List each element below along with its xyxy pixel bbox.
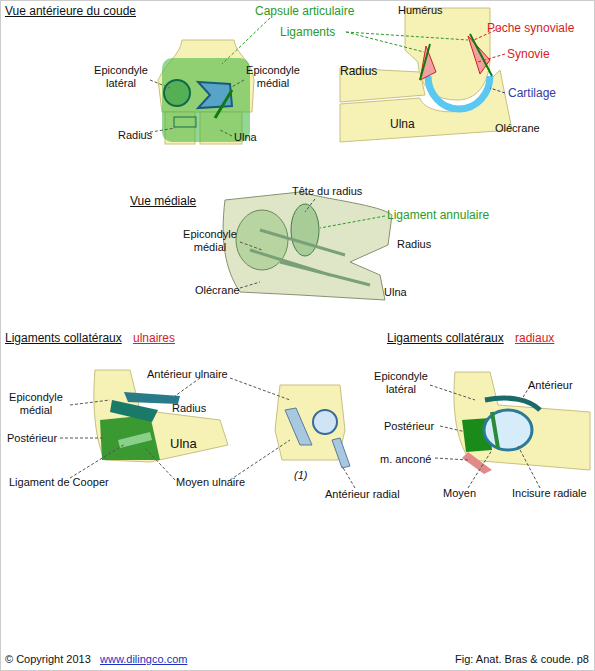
part-label: Antérieur ulnaire bbox=[147, 368, 228, 381]
part-label: Epicondyle médial bbox=[243, 64, 303, 90]
part-label: Ulna bbox=[234, 131, 257, 144]
part-label: Epicondyle médial bbox=[5, 391, 67, 417]
small-anterior-view bbox=[275, 385, 350, 468]
radial-collateral bbox=[454, 372, 590, 474]
copyright: © Copyright 2013 bbox=[5, 653, 91, 666]
part-label: Epicondyle médial bbox=[180, 228, 240, 254]
part-label: m. anconé bbox=[380, 453, 431, 466]
part-label: Postérieur bbox=[384, 420, 434, 433]
section-heading: Ligaments collatéraux bbox=[5, 331, 122, 345]
part-label: Ulna bbox=[170, 436, 197, 451]
part-label: Cartilage bbox=[508, 86, 556, 100]
part-label: Antérieur bbox=[528, 379, 573, 392]
section-heading: ulnaires bbox=[133, 331, 175, 345]
part-label: Moyen bbox=[443, 487, 476, 500]
part-label: Ligament de Cooper bbox=[9, 476, 109, 489]
part-label: Radius bbox=[118, 129, 152, 142]
part-label: Poche synoviale bbox=[487, 21, 574, 35]
part-label: Antérieur radial bbox=[325, 488, 400, 501]
ulnar-collateral bbox=[94, 370, 228, 462]
part-label: Moyen ulnaire bbox=[176, 476, 245, 489]
part-label: Epicondyle latéral bbox=[90, 64, 152, 90]
part-label: Capsule articulaire bbox=[255, 4, 354, 18]
section-heading: radiaux bbox=[515, 331, 554, 345]
part-label: Ulna bbox=[384, 286, 407, 299]
part-label: Ulna bbox=[390, 117, 415, 131]
leader-lines bbox=[60, 18, 540, 488]
part-label: Ligaments bbox=[280, 25, 335, 39]
lateral-section bbox=[340, 8, 512, 142]
callout-number: (1) bbox=[294, 469, 307, 482]
part-label: Radius bbox=[340, 64, 377, 78]
section-heading: Vue antérieure du coude bbox=[5, 4, 136, 18]
section-heading: Vue médiale bbox=[130, 194, 196, 208]
part-label: Tête du radius bbox=[292, 185, 362, 198]
part-label: Olécrane bbox=[195, 284, 240, 297]
part-label: Ligament annulaire bbox=[387, 208, 489, 222]
section-heading: Ligaments collatéraux bbox=[387, 331, 504, 345]
part-label: Incisure radiale bbox=[512, 487, 587, 500]
part-label: Humérus bbox=[398, 4, 443, 17]
figure-caption: Fig: Anat. Bras & coude. p8 bbox=[455, 653, 589, 666]
part-label: Postérieur bbox=[7, 432, 57, 445]
part-label: Olécrane bbox=[495, 122, 540, 135]
website-link: www.dilingco.com bbox=[100, 653, 187, 666]
part-label: Radius bbox=[172, 402, 206, 415]
part-label: Synovie bbox=[507, 47, 550, 61]
part-label: Radius bbox=[397, 238, 431, 251]
part-label: Epicondyle latéral bbox=[370, 370, 432, 396]
medial-elbow bbox=[223, 192, 392, 300]
